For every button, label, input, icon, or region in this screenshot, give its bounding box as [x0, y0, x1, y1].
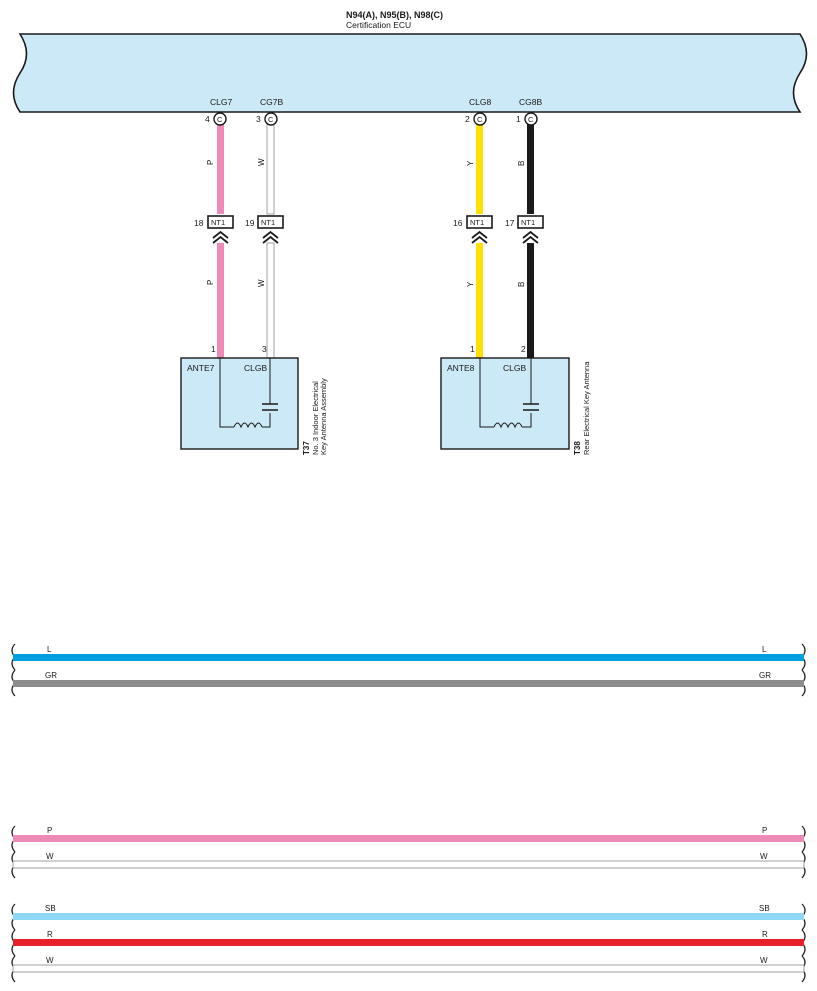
t37-capacitor-icon — [262, 403, 278, 411]
bus-r: R R — [11, 929, 806, 957]
ecu-name: Certification ECU — [346, 20, 411, 30]
svg-text:C: C — [528, 115, 534, 124]
nt1-connector-16: 16 NT1 — [453, 215, 493, 244]
t37-coil-icon — [233, 422, 263, 429]
wire-b — [527, 124, 534, 358]
component-t37: ANTE7 CLGB T37 No. 3 Indoor Electrical K… — [180, 357, 328, 455]
svg-text:R: R — [762, 930, 768, 939]
svg-text:NT1: NT1 — [261, 218, 275, 227]
wire-label-y-lower: Y — [466, 281, 475, 287]
svg-text:R: R — [47, 930, 53, 939]
bus-gr: GR GR — [11, 669, 806, 697]
t38-capacitor-icon — [523, 403, 539, 411]
svg-text:3: 3 — [256, 114, 261, 124]
ecu-part-codes: N94(A), N95(B), N98(C) — [346, 10, 443, 20]
nt1-connector-17: 17 NT1 — [505, 215, 544, 244]
svg-text:W: W — [46, 852, 54, 861]
bus-p: P P — [11, 825, 806, 853]
wire-label-w-lower: W — [257, 279, 266, 287]
nt1-connector-19: 19 NT1 — [245, 215, 284, 244]
svg-text:C: C — [268, 115, 274, 124]
svg-text:16: 16 — [453, 218, 463, 228]
t38-terminal-ante8: ANTE8 — [447, 363, 475, 373]
ecu-terminal-clg8: CLG8 — [469, 97, 491, 107]
ecu-pin-4: 4 C — [205, 112, 227, 126]
svg-text:GR: GR — [759, 671, 771, 680]
svg-text:NT1: NT1 — [521, 218, 535, 227]
bus-l: L L — [11, 643, 806, 671]
ecu-pin-1: 1 C — [516, 112, 538, 126]
component-t38: ANTE8 CLGB T38 Rear Electrical Key Anten… — [440, 357, 591, 455]
wire-w — [266, 123, 275, 359]
t37-terminal-ante7: ANTE7 — [187, 363, 215, 373]
bus-w-1: W W — [11, 851, 806, 879]
wire-label-p-upper: P — [206, 160, 215, 165]
ecu-pin-2: 2 C — [465, 112, 487, 126]
svg-text:SB: SB — [45, 904, 56, 913]
svg-text:1: 1 — [516, 114, 521, 124]
svg-text:18: 18 — [194, 218, 204, 228]
svg-text:19: 19 — [245, 218, 255, 228]
t38-terminal-clgb: CLGB — [503, 363, 526, 373]
t37-terminal-clgb: CLGB — [244, 363, 267, 373]
svg-text:L: L — [762, 645, 767, 654]
bus-sb: SB SB — [11, 903, 806, 931]
svg-text:17: 17 — [505, 218, 515, 228]
wire-p — [217, 124, 224, 358]
svg-text:NT1: NT1 — [470, 218, 484, 227]
t38-coil-icon — [493, 422, 523, 429]
ecu-terminal-cg8b: CG8B — [519, 97, 542, 107]
svg-text:L: L — [47, 645, 52, 654]
t37-pin-1: 1 — [211, 344, 216, 354]
t37-id: T37 — [302, 441, 311, 455]
t37-name-line1: No. 3 Indoor Electrical — [311, 381, 320, 455]
wire-label-y-upper: Y — [466, 160, 475, 166]
bus-w-2: W W — [11, 955, 806, 983]
svg-text:P: P — [762, 826, 767, 835]
svg-text:W: W — [46, 956, 54, 965]
svg-text:NT1: NT1 — [211, 218, 225, 227]
ecu-pin-3: 3 C — [256, 112, 278, 126]
svg-text:W: W — [760, 956, 768, 965]
svg-text:GR: GR — [45, 671, 57, 680]
t38-pin-2: 2 — [521, 344, 526, 354]
svg-text:2: 2 — [465, 114, 470, 124]
svg-text:P: P — [47, 826, 52, 835]
wire-label-w-upper: W — [257, 158, 266, 166]
svg-text:4: 4 — [205, 114, 210, 124]
svg-text:C: C — [477, 115, 483, 124]
t38-pin-1: 1 — [470, 344, 475, 354]
ecu-body — [12, 33, 808, 113]
wire-y — [476, 124, 483, 358]
wire-label-b-lower: B — [517, 282, 526, 287]
ecu-terminal-cg7b: CG7B — [260, 97, 283, 107]
ecu-terminal-clg7: CLG7 — [210, 97, 232, 107]
t38-name-line1: Rear Electrical Key Antenna — [582, 361, 591, 455]
svg-text:C: C — [217, 115, 223, 124]
wire-label-b-upper: B — [517, 161, 526, 166]
t38-id: T38 — [573, 441, 582, 455]
t37-pin-3: 3 — [262, 344, 267, 354]
wire-label-p-lower: P — [206, 280, 215, 285]
nt1-connector-18: 18 NT1 — [194, 215, 234, 244]
svg-text:W: W — [760, 852, 768, 861]
svg-text:SB: SB — [759, 904, 770, 913]
t37-name-line2: Key Antenna Assembly — [319, 378, 328, 455]
